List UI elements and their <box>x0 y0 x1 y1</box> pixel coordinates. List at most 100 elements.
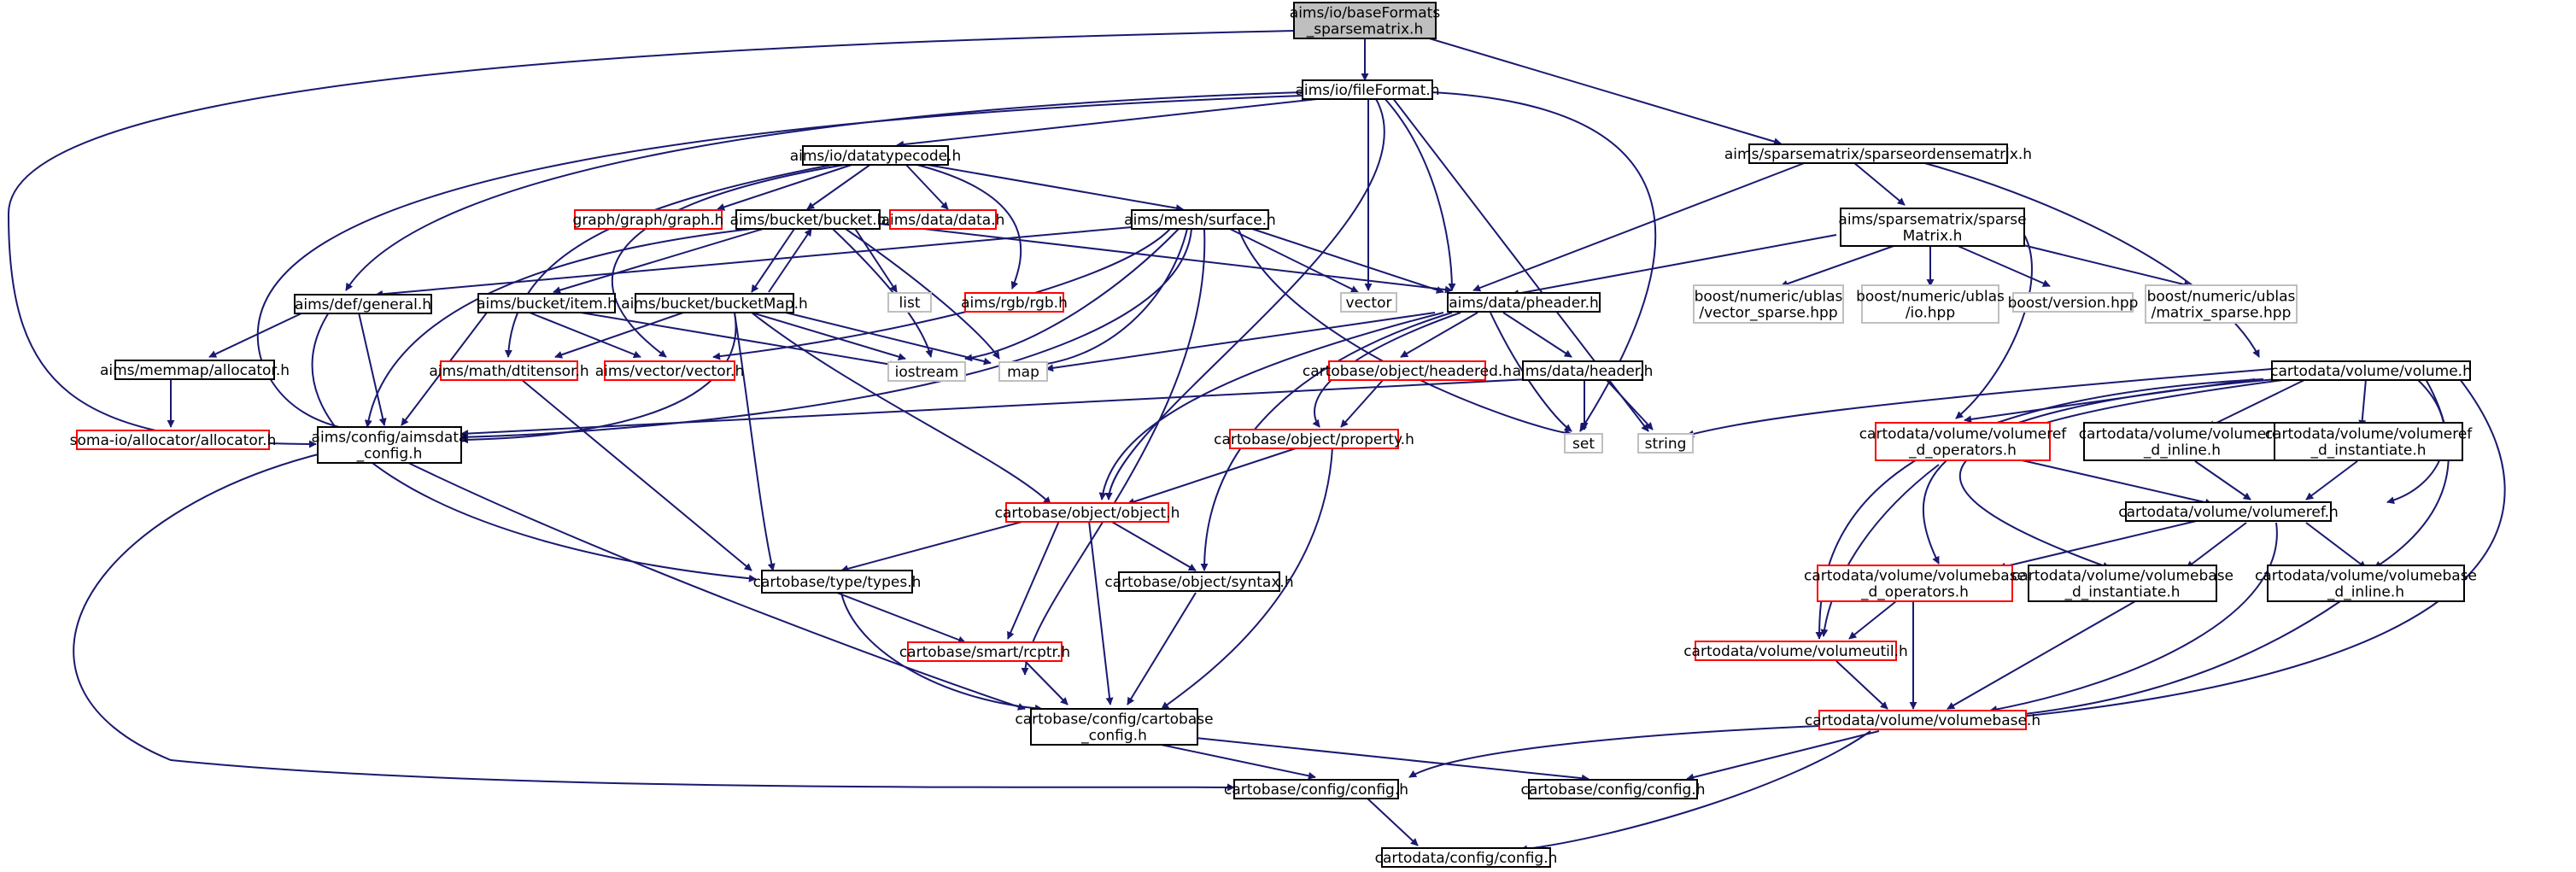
node-string[interactable]: string <box>1637 433 1694 454</box>
node-label: soma-io/allocator/allocator.h <box>70 432 277 449</box>
edge-volume-vr_inst <box>2358 378 2367 428</box>
node-label: graph/graph/graph.h <box>573 212 724 229</box>
node-surface[interactable]: aims/mesh/surface.h <box>1124 209 1276 230</box>
node-allocator[interactable]: aims/memmap/allocator.h <box>100 360 290 380</box>
edge-datatypecode-bucket <box>806 163 872 210</box>
node-label: aims/bucket/bucketMap.h <box>621 296 808 313</box>
node-box <box>2028 565 2217 602</box>
node-pheader[interactable]: aims/data/pheader.h <box>1447 292 1601 313</box>
node-box <box>477 293 616 313</box>
edge-fileFormat-aimsdata <box>257 95 1303 435</box>
node-vr_ops[interactable]: cartodata/volume/volumeref_d_operators.h <box>1859 422 2068 461</box>
node-ublas_vs[interactable]: boost/numeric/ublas/vector_sparse.hpp <box>1693 284 1844 324</box>
node-label: map <box>1007 364 1039 381</box>
edge-aimsdata-cartobaseconfig <box>401 459 1026 711</box>
edge-volume-vb_inline <box>2374 378 2450 569</box>
edge-volume-vr_inline <box>2207 378 2307 428</box>
edge-bucket-bucketMap <box>751 228 795 293</box>
node-root[interactable]: aims/io/baseFormats_sparsematrix.h <box>1290 2 1441 39</box>
node-headered[interactable]: cartobase/object/headered.h <box>1303 360 1512 381</box>
node-ublas_ms[interactable]: boost/numeric/ublas/matrix_sparse.hpp <box>2145 284 2298 324</box>
edge-volumebase-config2 <box>1686 730 1880 781</box>
node-label: _d_inline.h <box>2327 584 2404 601</box>
node-label: aims/math/dtitensor.h <box>429 363 588 380</box>
node-volume[interactable]: cartodata/volume/volume.h <box>2270 360 2472 381</box>
node-cartobaseconfig[interactable]: cartobase/config/cartobase_config.h <box>1015 708 1214 746</box>
node-graph[interactable]: graph/graph/graph.h <box>573 209 724 230</box>
node-sparseordense[interactable]: aims/sparsematrix/sparseordensematrix.h <box>1724 143 2032 164</box>
node-rgb[interactable]: aims/rgb/rgb.h <box>961 292 1068 313</box>
node-map[interactable]: map <box>998 361 1048 382</box>
edge-header-aimsdata <box>460 378 1530 438</box>
node-box <box>2271 360 2471 381</box>
node-config2[interactable]: cartobase/config/config.h <box>1520 779 1706 799</box>
node-vb_inst[interactable]: cartodata/volume/volumebase_d_instantiat… <box>2011 565 2234 602</box>
node-label: /io.hpp <box>1906 305 1955 322</box>
node-box <box>1293 2 1437 39</box>
edge-pheader-objecth <box>1098 312 1444 500</box>
node-boostversion[interactable]: boost/version.hpp <box>2008 292 2139 313</box>
node-syntax[interactable]: cartobase/object/syntax.h <box>1104 571 1294 592</box>
node-label: aims/data/pheader.h <box>1449 295 1599 312</box>
node-label: cartobase/object/property.h <box>1214 431 1414 448</box>
edge-bucketMap-aimsdata <box>460 312 737 444</box>
node-config1[interactable]: cartobase/config/config.h <box>1224 779 1408 799</box>
edge-sparseMatrix-ublas_vs <box>1780 244 1897 288</box>
node-vector[interactable]: vector <box>1340 292 1397 313</box>
node-bucket[interactable]: aims/bucket/bucket.h <box>730 209 887 230</box>
node-datah[interactable]: aims/data/data.h <box>881 209 1005 230</box>
node-ublas_io[interactable]: boost/numeric/ublas/io.hpp <box>1856 284 2005 324</box>
node-item[interactable]: aims/bucket/item.h <box>477 293 617 313</box>
node-set[interactable]: set <box>1564 433 1603 454</box>
node-label: cartobase/object/headered.h <box>1303 363 1512 380</box>
edge-property-cartobaseconfig <box>1161 447 1333 710</box>
node-label: cartodata/volume/volumeutil.h <box>1683 643 1908 660</box>
node-header[interactable]: aims/data/header.h <box>1513 360 1654 381</box>
edge-volume-string <box>1686 368 2273 438</box>
node-label: cartodata/volume/volumebase <box>2255 568 2477 585</box>
node-volumebase[interactable]: cartodata/volume/volumebase.h <box>1805 710 2040 730</box>
node-rcptr[interactable]: cartobase/smart/rcptr.h <box>899 641 1070 662</box>
node-objecth[interactable]: cartobase/object/object.h <box>995 502 1180 523</box>
node-vb_inline[interactable]: cartodata/volume/volumebase_d_inline.h <box>2255 565 2477 602</box>
node-datatypecode[interactable]: aims/io/datatypecode.h <box>790 145 962 166</box>
node-label: set <box>1572 436 1595 453</box>
node-vr_inst[interactable]: cartodata/volume/volumeref_d_instantiate… <box>2265 422 2474 461</box>
edge-sparseMatrix-vr_ops <box>1955 234 2033 419</box>
node-vr_inline[interactable]: cartodata/volume/volumeref_d_inline.h <box>2079 422 2287 461</box>
node-box <box>635 293 794 313</box>
edge-vb_inline-volumebase <box>1989 600 2341 721</box>
edge-sparseMatrix-boostversion <box>1955 244 2051 287</box>
node-label: _d_inline.h <box>2143 442 2221 459</box>
node-box <box>2012 292 2134 313</box>
node-box <box>1233 779 1399 799</box>
edge-general-allocator <box>208 312 304 358</box>
node-iostream[interactable]: iostream <box>887 361 966 382</box>
node-box <box>76 430 270 450</box>
node-volumeref[interactable]: cartodata/volume/volumeref.h <box>2118 501 2339 522</box>
node-label: /vector_sparse.hpp <box>1699 305 1837 322</box>
node-label: _d_operators.h <box>1908 442 2017 459</box>
node-list[interactable]: list <box>887 292 932 313</box>
node-vb_ops[interactable]: cartodata/volume/volumebase_d_operators.… <box>1804 565 2026 602</box>
edge-fileFormat-pheader <box>1383 97 1456 291</box>
node-types[interactable]: cartobase/type/types.h <box>753 570 922 594</box>
node-aimsdata[interactable]: aims/config/aimsdata_config.h <box>312 426 468 464</box>
edge-aimsdata-config1 <box>73 452 1235 792</box>
node-cartodataconfig[interactable]: cartodata/config/config.h <box>1375 847 1558 868</box>
node-dtitensor[interactable]: aims/math/dtitensor.h <box>429 360 589 381</box>
node-vectorh[interactable]: aims/vector/vector.h <box>595 360 744 381</box>
node-box <box>761 570 913 594</box>
node-property[interactable]: cartobase/object/property.h <box>1214 429 1414 449</box>
edge-vr_inst-volumeref <box>2305 460 2358 500</box>
node-bucketMap[interactable]: aims/bucket/bucketMap.h <box>621 293 808 313</box>
node-fileFormat[interactable]: aims/io/fileFormat.h <box>1295 79 1440 100</box>
edge-bucket-list <box>853 226 898 293</box>
node-general[interactable]: aims/def/general.h <box>294 294 432 314</box>
node-somaalloc[interactable]: soma-io/allocator/allocator.h <box>70 430 277 450</box>
node-volumeutil[interactable]: cartodata/volume/volumeutil.h <box>1683 641 1908 661</box>
node-label: aims/io/fileFormat.h <box>1295 82 1439 99</box>
node-box <box>440 360 578 381</box>
